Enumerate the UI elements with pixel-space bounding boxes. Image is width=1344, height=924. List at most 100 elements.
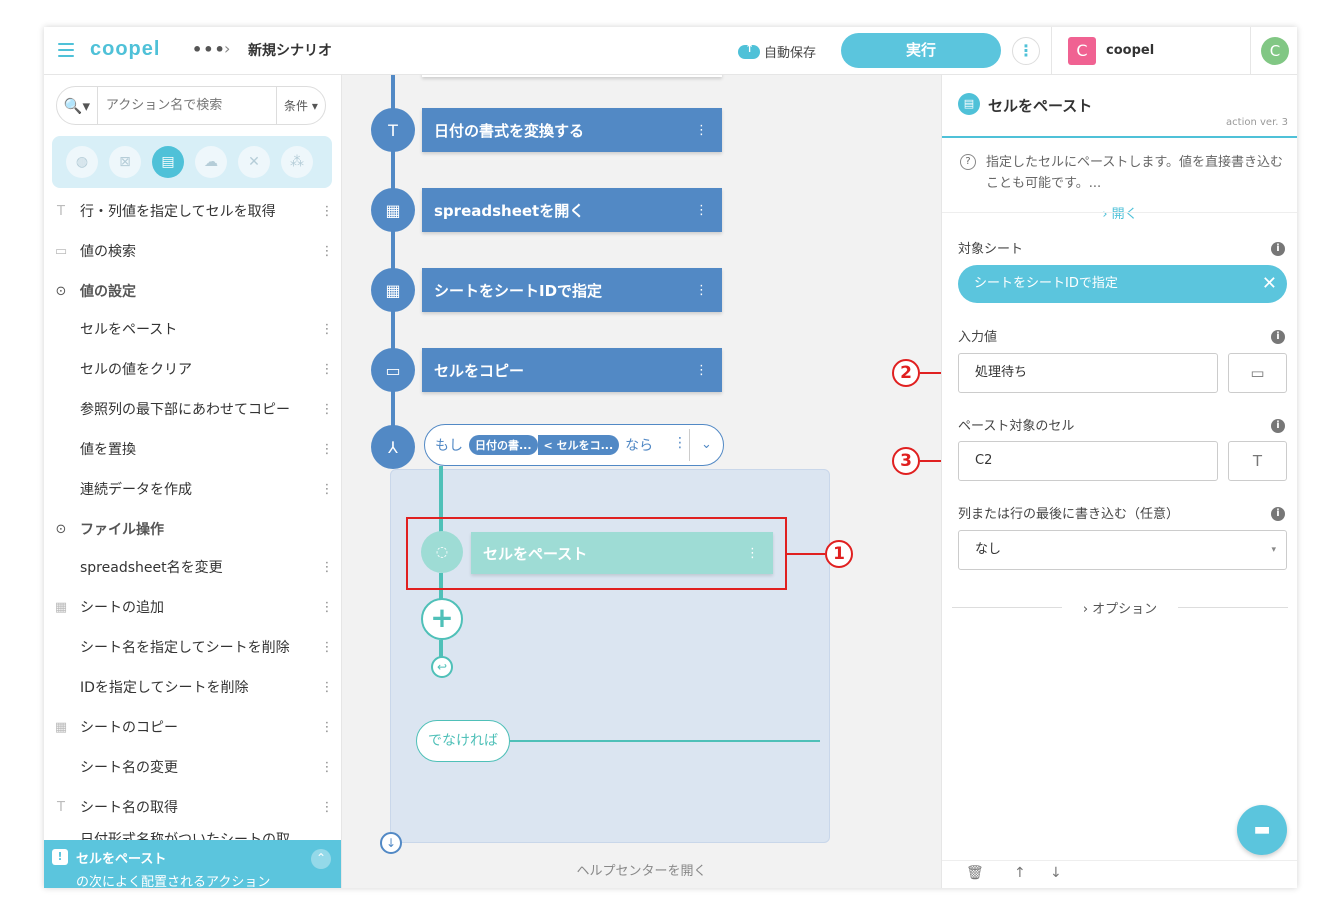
sidebar-item[interactable]: シート名を指定してシートを削除⋮ (44, 627, 341, 667)
kebab-icon[interactable]: ⋮ (320, 719, 334, 735)
condition-tag[interactable]: 日付の書... (469, 435, 538, 455)
kebab-icon[interactable]: ⋮ (320, 441, 334, 457)
append-select[interactable]: なし▾ (958, 530, 1287, 570)
options-toggle[interactable]: › オプション (942, 598, 1297, 617)
kebab-icon[interactable]: ⋮ (320, 559, 334, 575)
sidebar-item-label: シートのコピー (80, 720, 178, 736)
kebab-icon[interactable]: ⋮ (746, 545, 759, 561)
chevron-down-icon[interactable]: ⌄ (689, 429, 723, 461)
condition-tag[interactable]: < セルをコ... (537, 435, 620, 455)
kebab-icon[interactable]: ⋮ (320, 401, 334, 417)
kebab-icon[interactable]: ⋮ (320, 203, 334, 219)
arrow-up-icon[interactable]: ↑ (1014, 865, 1026, 881)
info-icon[interactable]: i (1271, 507, 1285, 521)
next-actions-banner[interactable]: ! セルをペースト の次によく配置されるアクション ⌃ (44, 840, 341, 888)
sidebar-item[interactable]: セルをペースト⋮ (44, 309, 341, 349)
text-icon[interactable]: T (371, 108, 415, 152)
return-icon[interactable]: ↩ (431, 656, 453, 678)
kebab-icon[interactable]: ⋮ (673, 435, 687, 451)
if-label: もし (435, 438, 463, 454)
sidebar-group-file-ops[interactable]: ⊙ファイル操作 (44, 509, 341, 549)
help-center-link[interactable]: ヘルプセンターを開く (576, 864, 707, 879)
info-icon[interactable]: i (1271, 330, 1285, 344)
step-card[interactable]: シートをシートIDで指定⋮ (422, 268, 722, 312)
arrow-down-icon[interactable]: ↓ (380, 832, 402, 854)
header-kebab-icon[interactable]: ⋮ (1012, 37, 1040, 65)
sidebar-item[interactable]: 連続データを作成⋮ (44, 469, 341, 509)
paste-cell-field[interactable]: C2 (958, 441, 1218, 481)
kebab-icon[interactable]: ⋮ (320, 243, 334, 259)
step-card[interactable]: spreadsheetを開く⋮ (422, 188, 722, 232)
close-icon[interactable]: ✕ (1261, 273, 1277, 294)
sidebar-item[interactable]: シート名の変更⋮ (44, 747, 341, 787)
step-card[interactable]: 日付の書式を変換する⋮ (422, 108, 722, 152)
input-value-field[interactable]: 処理待ち (958, 353, 1218, 393)
kebab-icon[interactable]: ⋮ (695, 282, 708, 298)
flow-canvas[interactable]: T 日付の書式を変換する⋮ ▦ spreadsheetを開く⋮ ▦ シートをシー… (342, 75, 941, 888)
kebab-icon[interactable]: ⋮ (320, 679, 334, 695)
condition-dropdown[interactable]: 条件 ▾ (275, 87, 325, 124)
info-icon[interactable]: i (1271, 242, 1285, 256)
trash-icon[interactable]: 🗑 (966, 865, 984, 881)
cell-icon[interactable]: ▭ (371, 348, 415, 392)
sidebar-item[interactable]: ▦シートのコピー⋮ (44, 707, 341, 747)
info-icon[interactable]: i (1271, 419, 1285, 433)
previous-step-card[interactable] (422, 75, 722, 77)
excel-icon[interactable]: ⊠ (109, 146, 141, 178)
kebab-icon[interactable]: ⋮ (695, 362, 708, 378)
annotation-number: 2 (892, 359, 920, 387)
kebab-icon[interactable]: ⋮ (320, 481, 334, 497)
tools-icon[interactable]: ✕ (238, 146, 270, 178)
account-name[interactable]: coopel (1106, 43, 1155, 58)
sidebar-group-value-settings[interactable]: ⊙値の設定 (44, 271, 341, 311)
sidebar-item[interactable]: 値を置換⋮ (44, 429, 341, 469)
spreadsheet-icon[interactable]: ▦ (371, 188, 415, 232)
cell-picker-icon[interactable]: ▭ (1228, 353, 1287, 393)
arrow-down-icon[interactable]: ↓ (1050, 865, 1062, 881)
divider (942, 212, 1297, 213)
app-logo[interactable]: coopel (90, 38, 161, 60)
blocks-icon[interactable]: ⁂ (281, 146, 313, 178)
sidebar-item[interactable]: ▭値の検索⋮ (44, 231, 341, 271)
kebab-icon[interactable]: ⋮ (695, 202, 708, 218)
add-step-button[interactable]: + (421, 598, 463, 640)
kebab-icon[interactable]: ⋮ (320, 361, 334, 377)
sidebar-item[interactable]: ▦シートの追加⋮ (44, 587, 341, 627)
account-icon[interactable]: C (1068, 37, 1096, 65)
sidebar-item[interactable]: セルの値をクリア⋮ (44, 349, 341, 389)
loading-icon[interactable]: ◌ (421, 531, 463, 573)
search-icon[interactable]: 🔍▾ (57, 87, 98, 124)
user-avatar[interactable]: C (1261, 37, 1289, 65)
breadcrumb-more-icon[interactable]: ••• (192, 40, 226, 59)
grid-icon[interactable]: ▦ (371, 268, 415, 312)
kebab-icon[interactable]: ⋮ (320, 321, 334, 337)
sidebar-item[interactable]: IDを指定してシートを削除⋮ (44, 667, 341, 707)
branch-icon[interactable]: ⅄ (371, 425, 415, 469)
run-button[interactable]: 実行 (841, 33, 1001, 68)
target-sheet-chip[interactable]: シートをシートIDで指定✕ (958, 265, 1287, 303)
cloud-icon[interactable]: ☁ (195, 146, 227, 178)
kebab-icon[interactable]: ⋮ (320, 759, 334, 775)
chevron-up-icon[interactable]: ⌃ (311, 849, 331, 869)
else-pill[interactable]: でなければ (416, 720, 510, 762)
search-input[interactable] (97, 87, 276, 124)
hamburger-menu-icon[interactable] (58, 43, 74, 57)
kebab-icon[interactable]: ⋮ (320, 639, 334, 655)
sidebar-item[interactable]: spreadsheet名を変更⋮ (44, 547, 341, 587)
step-card[interactable]: セルをコピー⋮ (422, 348, 722, 392)
step-card-paste-cell[interactable]: セルをペースト⋮ (471, 532, 773, 574)
caret-down-icon: ▾ (1271, 545, 1276, 555)
text-mode-icon[interactable]: T (1228, 441, 1287, 481)
sidebar-item[interactable]: 参照列の最下部にあわせてコピー⋮ (44, 389, 341, 429)
kebab-icon[interactable]: ⋮ (320, 599, 334, 615)
kebab-icon[interactable]: ⋮ (695, 122, 708, 138)
condition-pill[interactable]: もし 日付の書... < セルをコ... なら ⋮ ⌄ (424, 424, 724, 466)
kebab-icon[interactable]: ⋮ (320, 799, 334, 815)
document-icon: ▤ (958, 93, 980, 115)
document-icon[interactable]: ▤ (152, 146, 184, 178)
scenario-title[interactable]: 新規シナリオ (248, 43, 332, 59)
chat-icon[interactable]: ▬ (1237, 805, 1287, 855)
globe-icon[interactable]: ◍ (66, 146, 98, 178)
